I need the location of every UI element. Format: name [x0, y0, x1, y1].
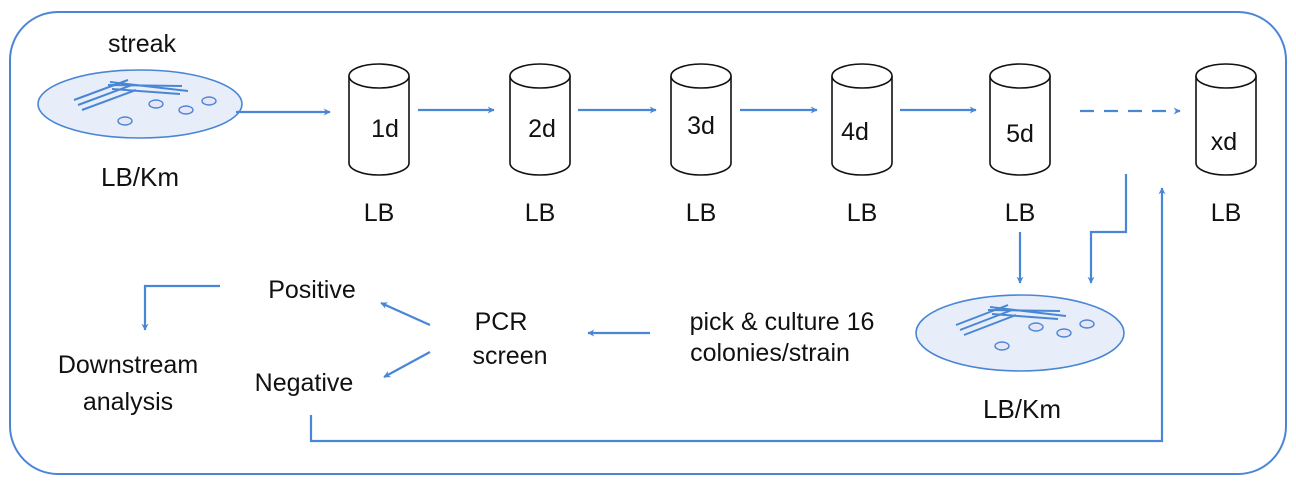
culture-day-label: 5d [1006, 120, 1034, 148]
pcr-label-line1: PCR [475, 308, 528, 336]
cylinder-top [989, 63, 1051, 89]
end-plate-medium-label: LB/Km [983, 394, 1061, 424]
positive-label: Positive [268, 276, 356, 304]
colony [994, 341, 1010, 351]
culture-tubes: 1d LB 2d LB 3d LB 4d LB 5d LB [348, 63, 1257, 227]
culture-medium-label: LB [847, 199, 878, 227]
culture-medium-label: LB [364, 199, 395, 227]
culture-day-label: 4d [841, 118, 869, 146]
petri-dish-end [915, 294, 1125, 372]
culture-tube-4: 4d LB [831, 63, 893, 227]
downstream-label-line1: Downstream [58, 351, 198, 379]
plating-arrows [1016, 174, 1128, 284]
culture-tube-5: 5d LB [989, 63, 1051, 227]
arrow-xd-to-plate [1087, 174, 1128, 284]
culture-tube-2: 2d LB [509, 63, 571, 227]
cylinder-icon [509, 76, 571, 176]
screening-plate [915, 294, 1125, 372]
cylinder-icon [989, 76, 1051, 176]
cylinder-icon [348, 76, 410, 176]
screening-arrows [141, 187, 1166, 443]
cylinder-icon [670, 76, 732, 176]
colony [117, 116, 133, 126]
culture-tube-1: 1d LB [348, 63, 410, 227]
culture-medium-label: LB [686, 199, 717, 227]
transfer-arrows [236, 106, 1181, 116]
pcr-label-line2: screen [472, 342, 547, 370]
colony [1056, 328, 1072, 338]
cylinder-icon [1195, 76, 1257, 176]
colony [201, 96, 217, 106]
downstream-label-line2: analysis [83, 388, 173, 416]
arrow-positive-to-downstream [141, 284, 220, 331]
streak-lines [73, 79, 189, 111]
petri-dish-start [37, 69, 243, 139]
pick-culture-label-line2: colonies/strain [690, 339, 850, 367]
colony [1028, 322, 1044, 332]
culture-tube-3: 3d LB [670, 63, 732, 227]
cylinder-top [670, 63, 732, 89]
colony [148, 99, 164, 109]
culture-day-label: 2d [528, 115, 556, 143]
start-plate-medium-label: LB/Km [101, 162, 179, 192]
streak-lines [955, 304, 1067, 336]
culture-day-label: 1d [371, 115, 399, 143]
culture-medium-label: LB [1005, 199, 1036, 227]
culture-day-label: 3d [687, 112, 715, 140]
culture-day-label: xd [1211, 128, 1237, 156]
colony [1079, 319, 1095, 329]
culture-medium-label: LB [525, 199, 556, 227]
culture-tube-x: xd LB [1195, 63, 1257, 227]
cylinder-top [1195, 63, 1257, 89]
arrow-negative-loop-to-xd [309, 187, 1166, 443]
streak-label: streak [108, 30, 177, 58]
streak-plate [37, 69, 243, 139]
cylinder-top [348, 63, 410, 89]
diagram-frame [9, 11, 1287, 475]
cylinder-top [509, 63, 571, 89]
cylinder-icon [831, 76, 893, 176]
arrow-pcr-to-negative [383, 351, 431, 378]
colony [178, 105, 194, 115]
negative-label: Negative [255, 369, 354, 397]
arrow-pcr-to-positive [380, 301, 431, 327]
culture-medium-label: LB [1211, 199, 1242, 227]
pick-culture-label-line1: pick & culture 16 [690, 308, 875, 336]
cylinder-top [831, 63, 893, 89]
